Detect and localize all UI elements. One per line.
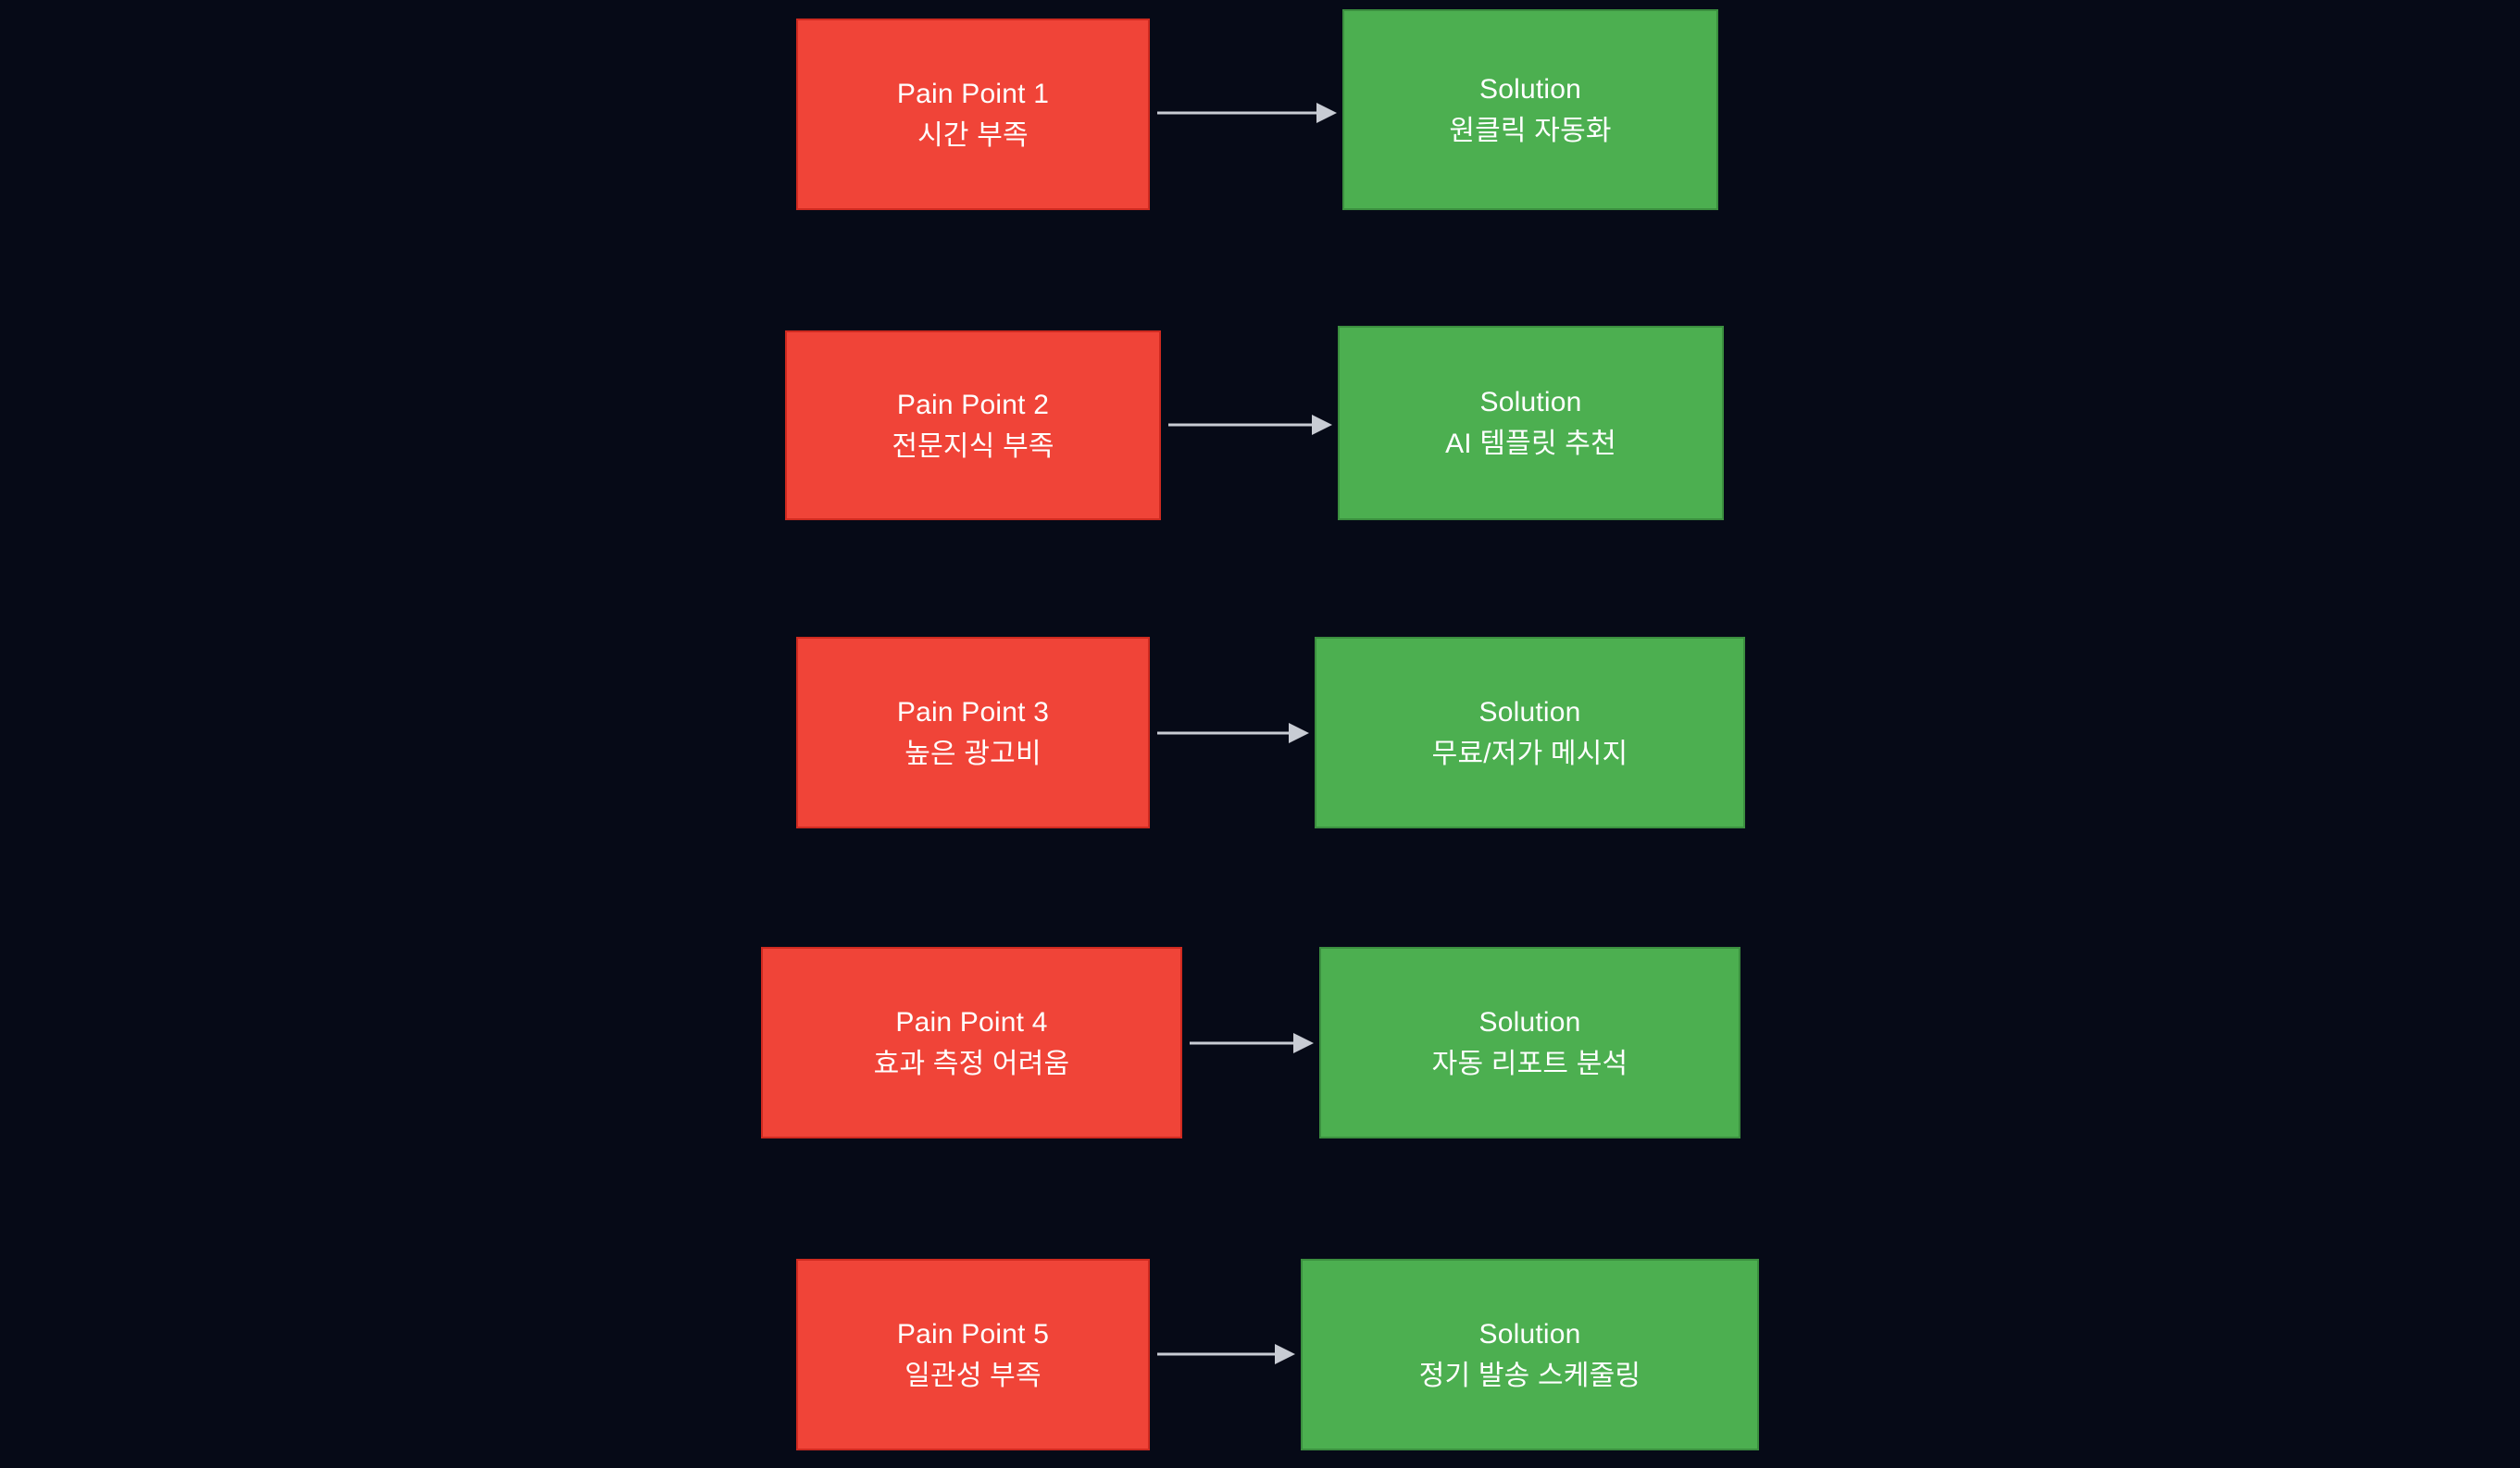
solution-node-2-title: Solution	[1479, 387, 1582, 417]
pain-point-node-5-title: Pain Point 5	[896, 1318, 1050, 1350]
solution-node-1-title: Solution	[1478, 73, 1581, 105]
pain-point-node-3[interactable]: Pain Point 3 높은 광고비	[796, 637, 1150, 828]
solution-node-5-title: Solution	[1478, 1318, 1581, 1350]
pain-point-node-4[interactable]: Pain Point 4 효과 측정 어려움	[761, 947, 1182, 1138]
solution-node-2[interactable]: Solution AI 템플릿 추천	[1338, 326, 1724, 520]
pain-point-node-4-title: Pain Point 4	[895, 1006, 1048, 1038]
solution-node-3-detail: 무료/저가 메시지	[1431, 738, 1628, 769]
pain-point-node-3-detail: 높은 광고비	[904, 738, 1042, 769]
pain-point-node-1-title: Pain Point 1	[896, 78, 1050, 109]
pain-point-node-2-title: Pain Point 2	[896, 389, 1050, 420]
solution-node-5-detail: 정기 발송 스케줄링	[1418, 1360, 1641, 1391]
solution-node-4-title: Solution	[1478, 1006, 1581, 1038]
pain-point-node-5[interactable]: Pain Point 5 일관성 부족	[796, 1259, 1150, 1450]
pain-point-node-4-detail: 효과 측정 어려움	[873, 1048, 1070, 1079]
solution-node-5[interactable]: Solution 정기 발송 스케줄링	[1301, 1259, 1759, 1450]
solution-node-3-title: Solution	[1478, 696, 1581, 728]
flow-arrow	[1144, 1341, 1308, 1367]
solution-node-4[interactable]: Solution 자동 리포트 분석	[1319, 947, 1740, 1138]
pain-point-node-2[interactable]: Pain Point 2 전문지식 부족	[785, 330, 1161, 520]
solution-node-1-detail: 원클릭 자동화	[1449, 115, 1612, 146]
pain-point-node-1[interactable]: Pain Point 1 시간 부족	[796, 19, 1150, 210]
pain-point-node-1-detail: 시간 부족	[917, 119, 1029, 151]
solution-node-2-detail: AI 템플릿 추천	[1445, 429, 1616, 459]
solution-node-4-detail: 자동 리포트 분석	[1431, 1048, 1628, 1079]
pain-point-node-3-title: Pain Point 3	[896, 696, 1050, 728]
solution-node-1[interactable]: Solution 원클릭 자동화	[1342, 9, 1718, 210]
pain-point-node-2-detail: 전문지식 부족	[892, 430, 1054, 462]
solution-node-3[interactable]: Solution 무료/저가 메시지	[1315, 637, 1745, 828]
pain-point-node-5-detail: 일관성 부족	[904, 1360, 1042, 1391]
